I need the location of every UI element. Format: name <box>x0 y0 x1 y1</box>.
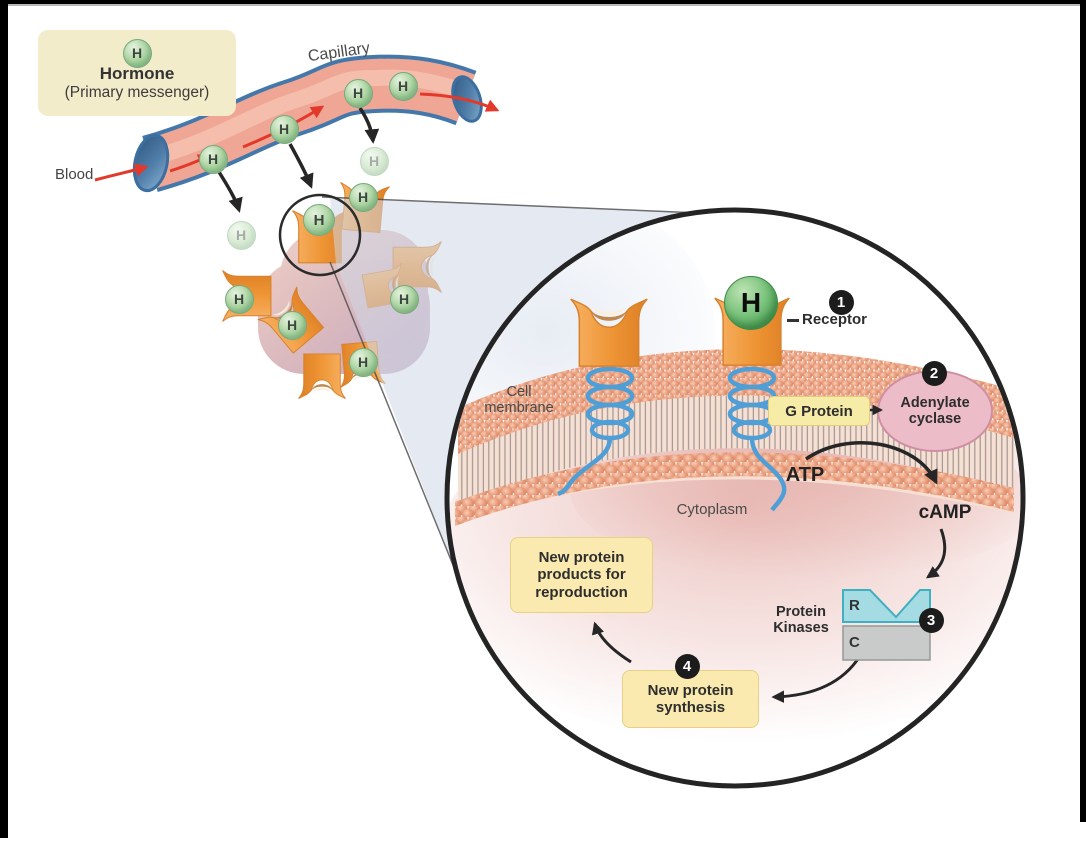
frame-right <box>1080 0 1086 822</box>
hormone-ball: H <box>198 144 228 174</box>
kinase-c-subunit <box>842 625 931 661</box>
step-badge-1: 1 <box>828 289 854 315</box>
g-protein-box: G Protein <box>768 396 870 426</box>
frame-top <box>0 0 1086 4</box>
frame-top-shadow <box>0 4 1086 6</box>
hormone-release-arrows <box>217 107 380 213</box>
hormone-legend-subtitle: (Primary messenger) <box>64 84 210 101</box>
cytoplasm-label: Cytoplasm <box>676 501 748 518</box>
hormone-ball-faded: H <box>359 146 389 176</box>
protein-kinases-label: Protein Kinases <box>773 604 829 636</box>
hormone-legend-title: Hormone <box>99 64 175 83</box>
new-protein-synthesis-box: New protein synthesis <box>622 670 759 728</box>
hormone-ball: H <box>389 284 419 314</box>
protein-kinase-shapes <box>842 589 931 661</box>
magnifier-circle <box>278 193 362 277</box>
hormone-ball-bound: H <box>724 276 778 330</box>
hormone-ball: H <box>277 310 307 340</box>
receptor-pointer-line <box>787 319 799 322</box>
kinase-c-label: C <box>849 634 860 651</box>
cell-membrane-label: Cell membrane <box>484 384 554 416</box>
kinase-r-subunit <box>842 589 931 623</box>
hormone-ball-faded: H <box>226 220 256 250</box>
hormone-ball: H <box>269 114 299 144</box>
hormone-ball: H <box>343 78 373 108</box>
signal-arrows <box>591 404 947 704</box>
hormone-ball-legend: H <box>122 38 152 68</box>
hormone-ball: H <box>388 71 418 101</box>
receptor-coils <box>557 366 787 512</box>
capillary-vessel <box>94 54 500 193</box>
blood-label: Blood <box>55 166 94 183</box>
hormone-ball: H <box>348 347 378 377</box>
step-badge-2: 2 <box>921 360 947 386</box>
new-protein-products-box: New protein products for reproduction <box>510 537 653 613</box>
atp-label: ATP <box>785 464 825 486</box>
step-badge-3: 3 <box>918 607 944 633</box>
zoom-circle-contents <box>449 212 1021 745</box>
kinase-r-label: R <box>849 597 860 614</box>
camp-label: cAMP <box>918 502 972 523</box>
hormone-ball: H <box>224 284 254 314</box>
hormone-ball-on-receptor: H <box>303 204 335 236</box>
receptor-label: Receptor <box>802 311 868 328</box>
zoom-wedge <box>321 196 724 571</box>
hormone-ball: H <box>348 182 378 212</box>
capillary-left-opening <box>132 133 170 193</box>
step-badge-4: 4 <box>674 653 700 679</box>
adenylate-cyclase-label: Adenylate cyclase <box>900 395 970 427</box>
frame-left <box>0 0 8 838</box>
